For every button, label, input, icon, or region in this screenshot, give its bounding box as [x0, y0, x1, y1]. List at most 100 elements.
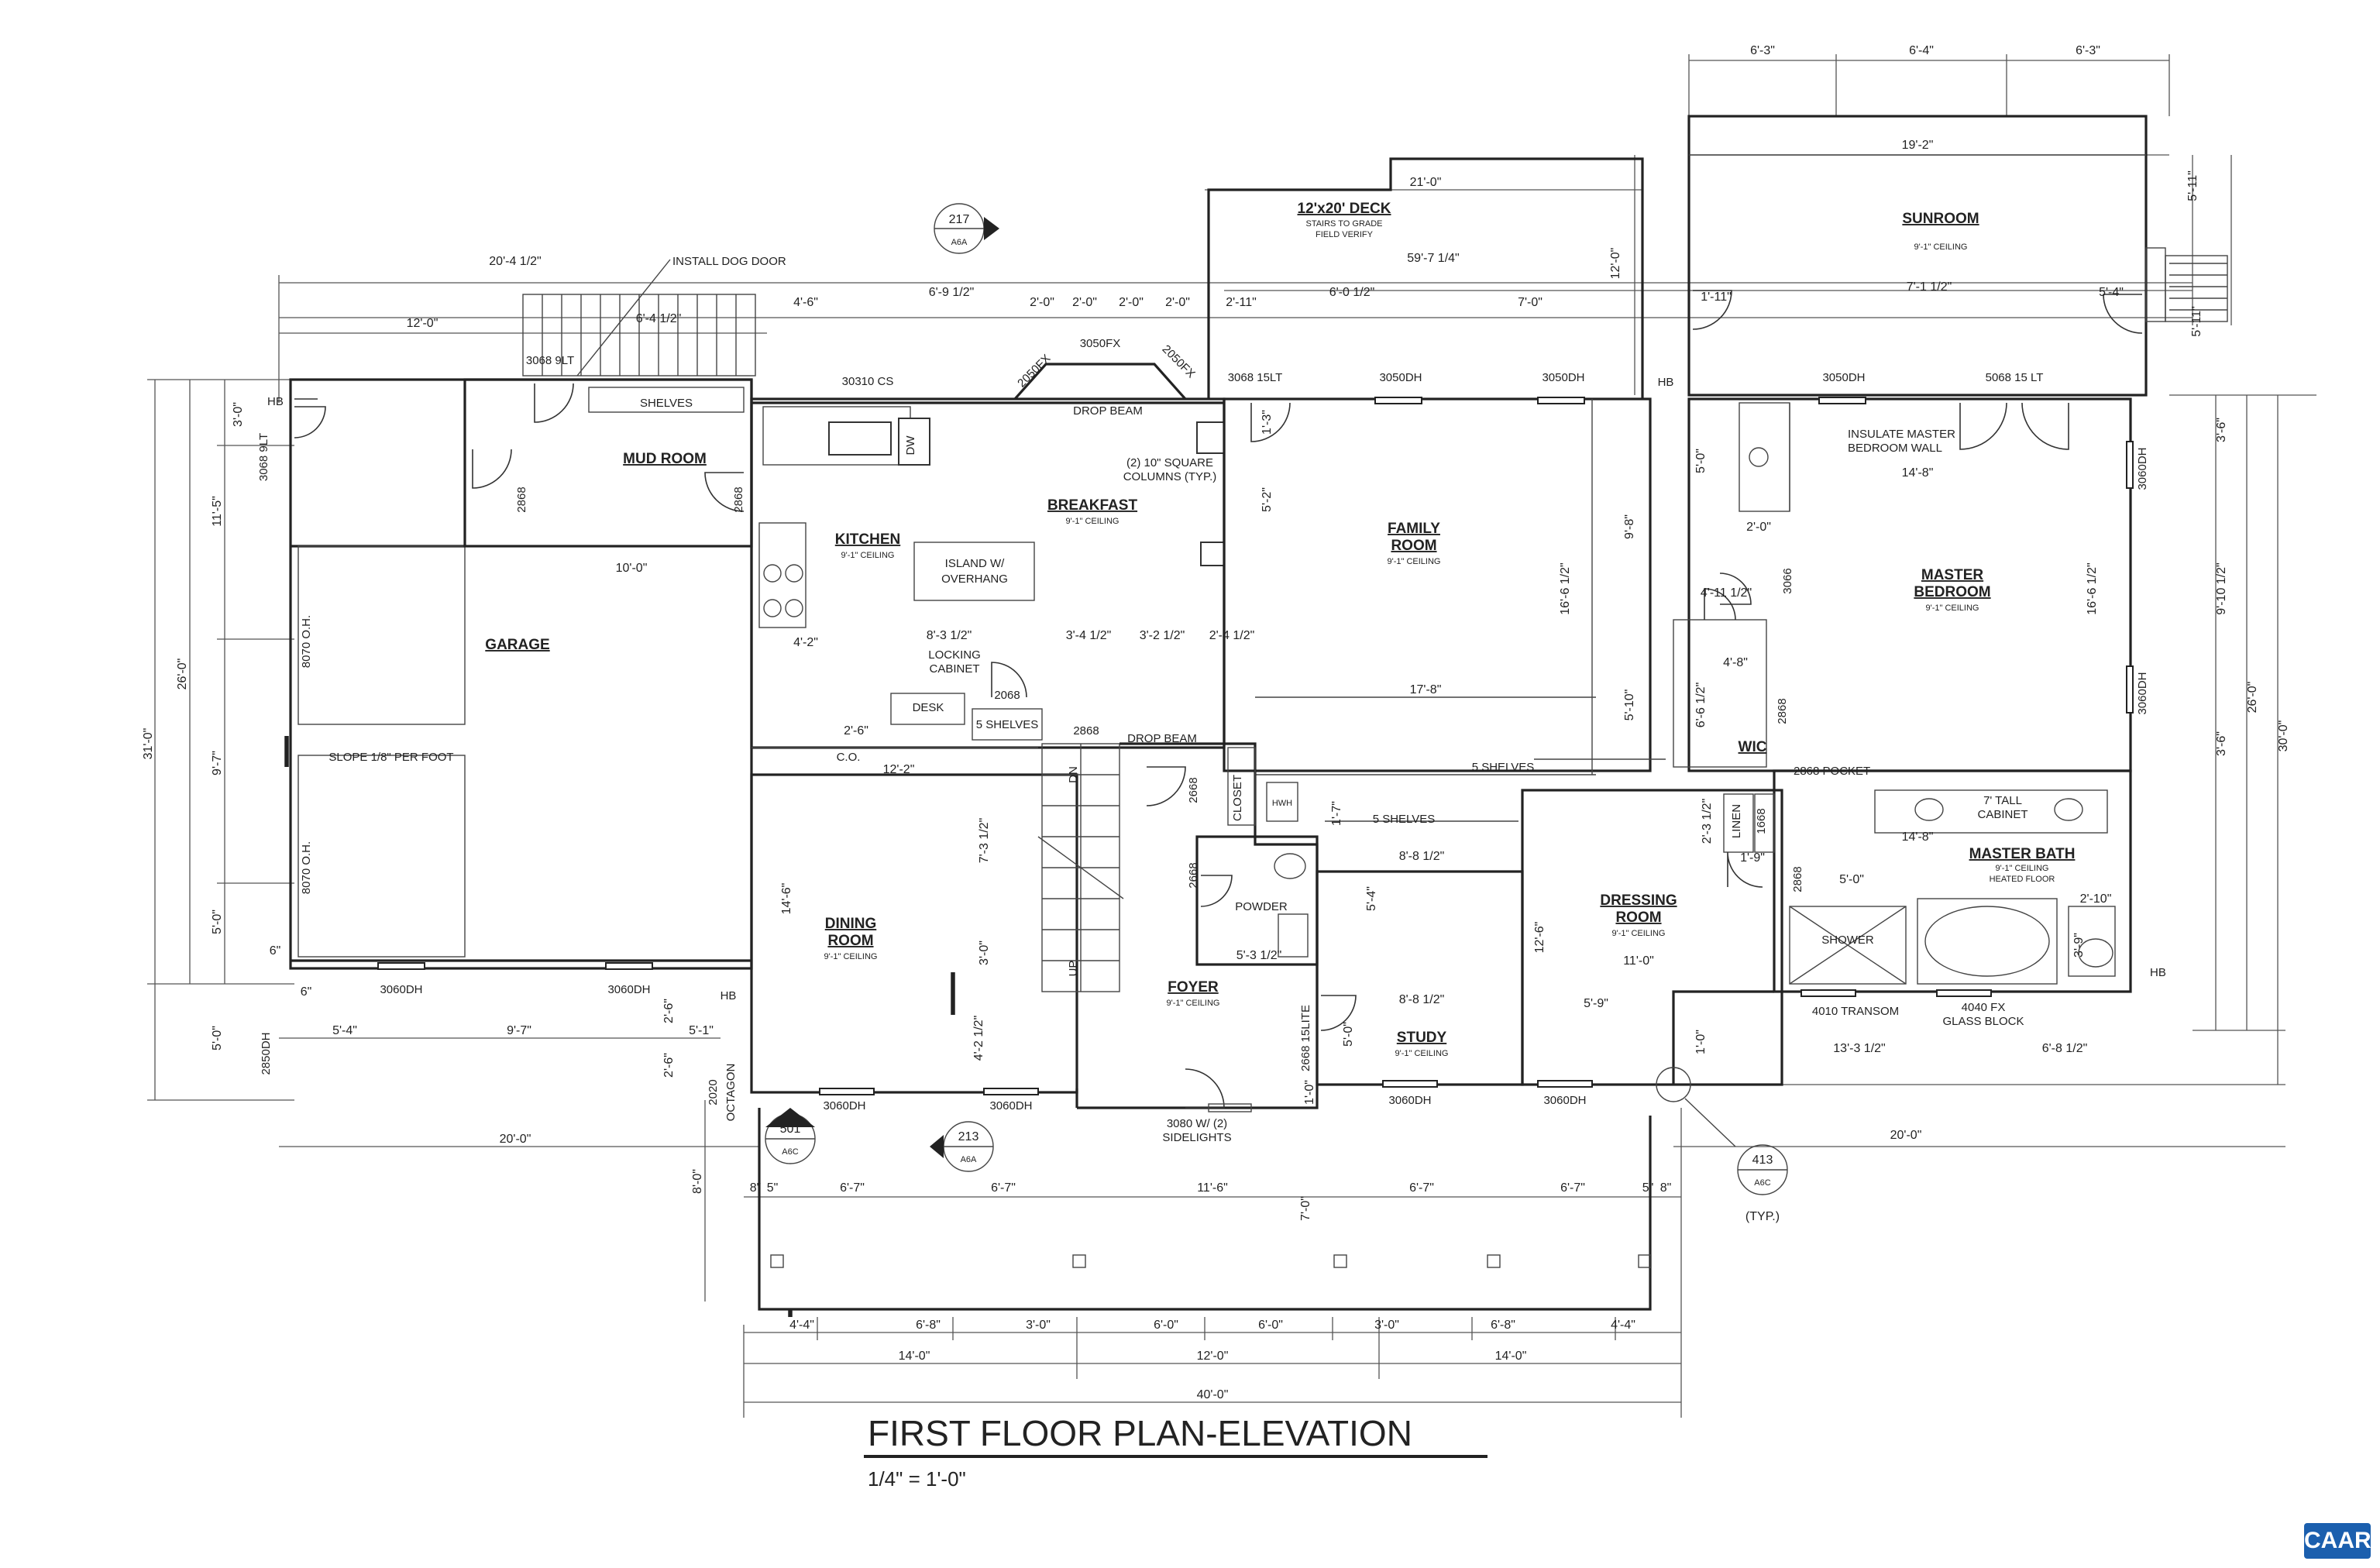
note-columns-1: (2) 10" SQUARE — [1126, 456, 1213, 469]
drawing-title-block: FIRST FLOOR PLAN-ELEVATION 1/4" = 1'-0" — [864, 1413, 1488, 1491]
drawing-scale: 1/4" = 1'-0" — [868, 1467, 966, 1491]
dim-g-6b: 6" — [301, 985, 312, 999]
note-insulate-2: BEDROOM WALL — [1848, 442, 1942, 455]
dim-m-50: 5'-0" — [1694, 449, 1708, 473]
note-stairs-up: UP — [1067, 961, 1080, 977]
dim-t-511a: 5'-11" — [2186, 170, 2199, 201]
note-pocket: 2868 POCKET — [1794, 765, 1870, 778]
dim-t-69: 6'-9 1/2" — [929, 286, 975, 299]
dim-m-166: 16'-6 1/2" — [2086, 562, 2099, 614]
tag-2868-wic: 2868 — [1776, 698, 1789, 724]
tag-3060dh-dining-2: 3060DH — [989, 1099, 1032, 1112]
dim-b-44a: 4'-4" — [789, 1319, 814, 1332]
dim-l-310b: 31'-0" — [142, 728, 155, 760]
dim-f-166: 16'-6 1/2" — [1559, 562, 1572, 614]
tag-2850dh: 2850DH — [260, 1032, 273, 1075]
dim-p-5: 5" — [767, 1181, 779, 1195]
note-closet: CLOSET — [1231, 775, 1244, 821]
callout-217-number: 217 — [949, 213, 970, 226]
bottom-dimensions — [743, 1108, 1682, 1418]
dim-m-20: 2'-0" — [1746, 521, 1771, 534]
rear-steps — [522, 259, 756, 377]
tag-3060dh-garage-1: 3060DH — [380, 983, 422, 996]
dim-t-20a: 2'-0" — [1030, 296, 1054, 309]
tag-2868-bath: 2868 — [1791, 866, 1804, 892]
section-callout-501: 501 A6C — [765, 1108, 816, 1164]
note-desk: DESK — [913, 701, 944, 714]
family-room-walls — [1223, 397, 1652, 775]
dim-t-5974: 59'-7 1/4" — [1407, 252, 1459, 265]
callout-217-sheet: A6A — [951, 238, 968, 247]
mud-room-walls — [463, 378, 753, 548]
label-study: STUDY — [1397, 1030, 1447, 1046]
label-master-bath-floor: HEATED FLOOR — [1990, 875, 2055, 884]
dim-m-68: 6'-8 1/2" — [2042, 1042, 2088, 1055]
master-bath-walls — [1723, 769, 2132, 997]
note-fx-block-2: GLASS BLOCK — [1942, 1015, 2024, 1028]
section-callout-217: 217 A6A — [934, 203, 999, 254]
label-foyer-ceiling: 9'-1" CEILING — [1167, 999, 1220, 1008]
note-8070-oh-2: 8070 O.H. — [300, 841, 313, 894]
plan-notes: INSTALL DOG DOOR SHELVES 30310 CS DW DRO… — [267, 255, 2166, 1144]
dim-m-65: 6'-6 1/2" — [1694, 683, 1708, 728]
dim-s-110: 11'-0" — [1623, 954, 1654, 968]
dim-p-70: 7'-0" — [1299, 1196, 1312, 1221]
note-sidelights-2: SIDELIGHTS — [1162, 1131, 1231, 1144]
label-garage: GARAGE — [485, 637, 549, 653]
tag-3066: 3066 — [1781, 568, 1794, 593]
dim-m-50b: 5'-0" — [1839, 873, 1864, 886]
dim-r-300: 30'-0" — [2277, 720, 2290, 752]
note-shower: SHOWER — [1821, 934, 1874, 947]
kitchen-walls — [750, 363, 1291, 749]
label-dressing-1: DRESSING — [1600, 892, 1677, 909]
dim-g-26: 2'-6" — [662, 999, 676, 1023]
tag-2668-15lite: 2668 15LITE — [1299, 1005, 1312, 1071]
tag-3060dh-dining-1: 3060DH — [823, 1099, 865, 1112]
dim-t-120: 12'-0" — [407, 317, 439, 330]
dim-k-30: 3'-0" — [978, 940, 991, 965]
tag-3050dh-2: 3050DH — [1542, 371, 1584, 384]
label-master-ceiling: 9'-1" CEILING — [1926, 603, 1979, 613]
tag-3050dh-1: 3050DH — [1379, 371, 1422, 384]
note-drop-beam-1: DROP BEAM — [1073, 404, 1143, 418]
label-master-2: BEDROOM — [1914, 584, 1990, 600]
dim-t-46: 4'-6" — [793, 296, 818, 309]
dim-l-115: 11'-5" — [211, 496, 224, 527]
callout-413-number: 413 — [1752, 1154, 1773, 1167]
note-hb-garage: HB — [267, 395, 284, 408]
note-locking-2: CABINET — [929, 662, 979, 676]
dim-k-122: 12'-2" — [883, 763, 915, 776]
note-hb-bath: HB — [2150, 966, 2166, 979]
note-shelves: SHELVES — [640, 397, 693, 410]
dim-b-30a: 3'-0" — [1026, 1319, 1051, 1332]
note-slope: SLOPE 1/8" PER FOOT — [328, 751, 453, 764]
tag-3068-9lt-top: 3068 9LT — [526, 354, 574, 367]
dim-s-126: 12'-6" — [1533, 922, 1546, 954]
note-hb-deck: HB — [1658, 376, 1674, 389]
callout-213-number: 213 — [958, 1130, 979, 1143]
callout-413-sheet: A6C — [1754, 1178, 1770, 1188]
label-deck-note-2: FIELD VERIFY — [1316, 230, 1374, 239]
dim-b-60b: 6'-0" — [1258, 1319, 1283, 1332]
sunroom-walls — [1687, 115, 2228, 397]
note-octagon: OCTAGON — [724, 1064, 738, 1122]
label-master-1: MASTER — [1921, 567, 1984, 583]
dim-t-120b: 12'-0" — [1609, 248, 1622, 280]
dim-m-210: 2'-10" — [2080, 892, 2112, 906]
note-island-2: OVERHANG — [941, 573, 1008, 586]
dim-s-88b: 8'-8 1/2" — [1399, 993, 1445, 1006]
label-master-bath-ceiling: 9'-1" CEILING — [1996, 864, 2049, 873]
dim-r-910: 9'-10 1/2" — [2215, 562, 2228, 614]
note-hb-dining: HB — [721, 989, 737, 1002]
dim-t-54: 5'-4" — [2099, 286, 2124, 299]
note-linen: LINEN — [1730, 804, 1743, 838]
dim-k-32: 3'-2 1/2" — [1140, 629, 1185, 642]
dim-k-52: 5'-2" — [1261, 487, 1274, 512]
dim-t-60a: 6'-0 1/2" — [1329, 286, 1375, 299]
label-powder: POWDER — [1235, 900, 1288, 913]
label-foyer: FOYER — [1168, 979, 1219, 995]
tag-2668-closet: 2668 — [1187, 777, 1200, 803]
dim-s-59: 5'-9" — [1584, 997, 1608, 1010]
label-family-1: FAMILY — [1388, 521, 1440, 537]
tag-3060dh-mb-2: 3060DH — [2136, 672, 2149, 714]
